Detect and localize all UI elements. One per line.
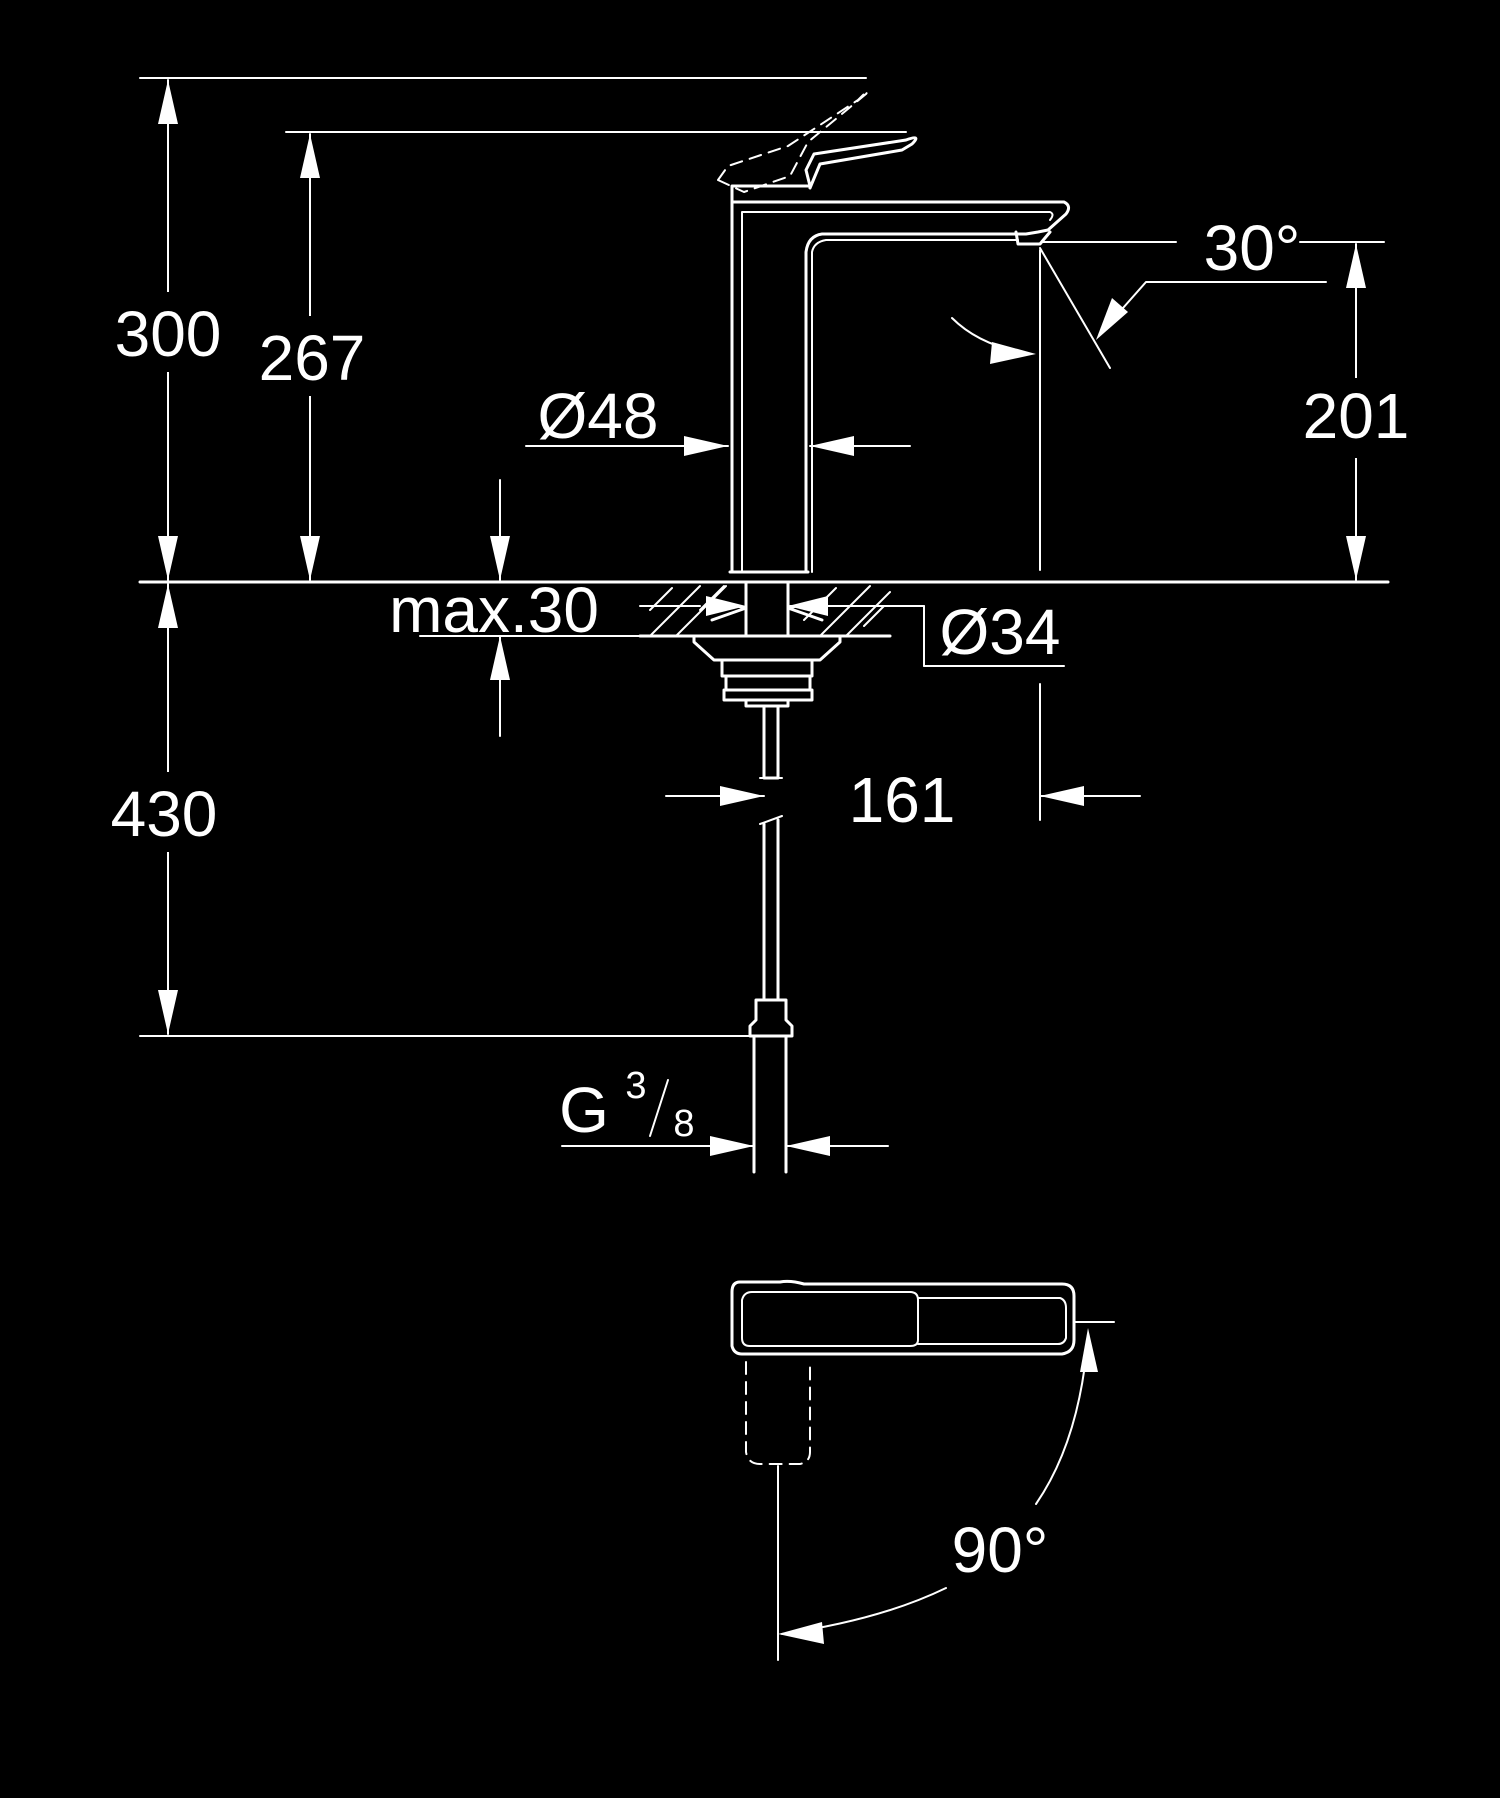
arrow-down xyxy=(490,536,510,580)
fixing-nut xyxy=(692,634,842,662)
countertop-section xyxy=(138,580,1390,708)
label-hose-length: 430 xyxy=(111,778,218,850)
dim-body-diameter: Ø48 xyxy=(525,380,911,456)
label-gap xyxy=(246,316,374,396)
deck-hatching-left xyxy=(649,585,727,637)
deck-hatching-right xyxy=(803,585,891,637)
label-thread-numerator: 3 xyxy=(625,1065,646,1107)
arrow-rotation-left xyxy=(778,1622,824,1644)
mounting-shank xyxy=(744,580,790,638)
top-view-handle xyxy=(741,1291,919,1347)
top-view-outline xyxy=(730,1279,1076,1356)
thread-fraction-bar xyxy=(649,1079,669,1137)
faucet-side-view xyxy=(717,90,1071,574)
arrow-angle-right xyxy=(1096,298,1128,340)
lever-rotated-position xyxy=(745,1361,811,1465)
arrow-down xyxy=(300,536,320,580)
lever-handle xyxy=(730,136,918,204)
dim-thread-size: G 3 8 xyxy=(559,1065,889,1156)
dim-handle-rotation: 90° xyxy=(778,1321,1115,1644)
supply-hose xyxy=(748,704,794,1174)
arrow-up xyxy=(490,636,510,680)
fixing-nut-lower xyxy=(720,658,814,708)
arrow-right xyxy=(710,1136,754,1156)
label-height-handle: 267 xyxy=(259,322,366,394)
hose-upper xyxy=(762,704,780,780)
lever-open-position xyxy=(717,90,869,193)
dim-height-total: 300 xyxy=(100,77,867,581)
label-deck-thickness: max.30 xyxy=(389,574,599,646)
label-spout-reach: 161 xyxy=(849,764,956,836)
top-view-spout xyxy=(917,1297,1067,1345)
faucet-body-inner xyxy=(741,211,1054,573)
label-height-total: 300 xyxy=(115,298,222,370)
arrow-up xyxy=(158,80,178,124)
label-spout-angle: 30° xyxy=(1204,212,1301,284)
label-handle-rotation: 90° xyxy=(952,1514,1049,1586)
label-thread-denominator: 8 xyxy=(673,1103,694,1145)
label-gap xyxy=(100,292,230,372)
arrow-down xyxy=(158,990,178,1034)
arrow-up xyxy=(1346,244,1366,288)
faucet-top-view xyxy=(730,1279,1076,1661)
arrow-up xyxy=(158,584,178,628)
arrow-angle-left xyxy=(990,342,1036,364)
arrow-right xyxy=(720,786,764,806)
spout-outlet xyxy=(1014,230,1052,246)
faucet-body xyxy=(730,200,1071,574)
dim-hole-diameter: Ø34 xyxy=(639,596,1065,668)
hose-break xyxy=(759,777,783,825)
angle-arc-left xyxy=(951,317,1031,355)
label-thread-prefix: G xyxy=(559,1074,609,1146)
dim-spout-angle: 30° xyxy=(951,212,1327,369)
dim-spout-height: 201 xyxy=(1039,241,1420,581)
dim-height-handle: 267 xyxy=(246,131,907,581)
arrow-down xyxy=(158,536,178,580)
arrow-down xyxy=(1346,536,1366,580)
label-body-diameter: Ø48 xyxy=(538,380,659,452)
dim-hose-length: 430 xyxy=(100,583,751,1037)
rotation-arc-upper xyxy=(1035,1335,1089,1505)
arrow-left xyxy=(788,596,828,616)
arrow-left xyxy=(1040,786,1084,806)
label-hole-diameter: Ø34 xyxy=(940,596,1061,668)
arrow-left xyxy=(810,436,854,456)
dim-spout-reach: 161 xyxy=(665,683,1141,836)
label-spout-height: 201 xyxy=(1303,380,1410,452)
angle-ray xyxy=(1039,247,1111,369)
label-gap xyxy=(1296,378,1420,458)
dim-deck-thickness: max.30 xyxy=(389,479,649,737)
arrow-up xyxy=(300,134,320,178)
hose-connector xyxy=(748,998,794,1038)
angle-arc-right xyxy=(1099,281,1327,335)
arrow-rotation-up xyxy=(1080,1328,1098,1372)
arrow-left xyxy=(786,1136,830,1156)
arrow-right xyxy=(706,596,746,616)
hose-lower xyxy=(762,818,780,1002)
arrow-right xyxy=(684,436,728,456)
label-gap xyxy=(100,772,230,852)
hose-tail xyxy=(752,1034,788,1174)
